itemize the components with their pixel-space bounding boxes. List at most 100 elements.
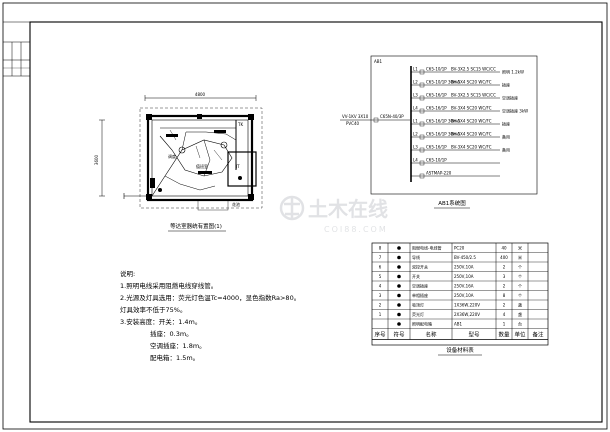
note-line: 插座：0.3m。 — [150, 329, 193, 338]
symbol-icon — [397, 265, 401, 269]
room-label: 值班室 — [196, 163, 208, 169]
cell-name: 单相插座 — [412, 292, 428, 298]
ceiling-light-icon — [220, 141, 228, 149]
circuit-id: L1 — [413, 67, 418, 72]
circuit-cable: BV-3X4 SC20 WC/FC — [451, 145, 492, 150]
symbol-icon — [397, 246, 401, 250]
socket-icon — [238, 176, 242, 180]
circuit-cable: BV-3X4 SC20 WC/FC — [451, 119, 492, 124]
left-title-strip — [3, 21, 30, 77]
cell-unit: 个 — [518, 274, 522, 279]
circuit-breaker: C65-16/1P — [426, 106, 447, 111]
circuit-row: ASTMAP-220 — [411, 171, 500, 179]
room-label: 调度 — [168, 153, 176, 159]
cell-name: 荧光灯 — [412, 311, 424, 317]
breaker-icon — [419, 147, 425, 153]
circuit-breaker: C65-16/1P 30mA — [426, 119, 460, 124]
watermark-logo-icon — [279, 195, 305, 221]
watermark: 土木在线 COI88.COM — [279, 195, 388, 234]
circuit-load: 照明 1.2kW — [502, 70, 524, 75]
breaker-icon — [419, 82, 425, 88]
circuit-breaker: C65-10/1P 30mA — [426, 80, 460, 85]
floor-plan: 4800 3600 — [94, 92, 263, 232]
circuit-cable: BV-3X2.5 SC15 WC/CC — [451, 67, 496, 72]
breaker-icon — [419, 134, 425, 140]
cell-qty: 8 — [503, 293, 506, 298]
cell-model: 1X36W,220V — [454, 303, 480, 308]
cell-model: 250V,16A — [454, 284, 474, 289]
table-header: 名称 — [425, 331, 437, 339]
cell-unit: 盏 — [518, 311, 522, 317]
cell-unit: 米 — [518, 254, 522, 260]
building-outline — [139, 107, 263, 209]
note-line: 灯具效率不低于75%。 — [120, 305, 186, 314]
cell-unit: 个 — [518, 293, 522, 298]
circuit-id: L2 — [413, 132, 418, 137]
breaker-icon — [419, 160, 425, 166]
cell-qty: 2 — [503, 265, 506, 270]
system-frame — [370, 55, 538, 195]
wiring-run — [151, 135, 233, 197]
cell-model: PC20 — [454, 246, 465, 251]
breaker-icon — [419, 121, 425, 127]
cell-unit: 台 — [518, 321, 522, 327]
breaker-icon — [419, 173, 425, 179]
circuit-id: L3 — [413, 145, 418, 150]
inner-frame — [29, 21, 603, 423]
cell-name: 照明配电箱 — [412, 321, 432, 327]
cell-qty: 3 — [503, 274, 506, 279]
notes-heading: 说明: — [120, 269, 135, 278]
dim-left-label: 3600 — [94, 154, 99, 165]
circuit-load: 备用 — [502, 147, 510, 153]
circuit-load: 备用 — [502, 134, 510, 140]
dim-top-label: 4800 — [195, 92, 206, 97]
note-line: 2.光源及灯具选用：荧光灯色温Tc=4000，显色指数Ra>80。 — [120, 293, 300, 302]
cell-model: 250V,10A — [454, 274, 474, 279]
table-header: 符号 — [393, 331, 405, 339]
plan-title: 等达室器统有置图(1) — [170, 222, 222, 230]
circuit-id: L1 — [413, 119, 418, 124]
cell-model: BV-450/2.5 — [454, 255, 476, 260]
cell-model: 250V,10A — [454, 293, 474, 298]
socket-icon — [158, 188, 162, 192]
cell-qty: 4 — [503, 312, 506, 317]
symbol-icon — [397, 322, 401, 326]
cell-unit: 盏 — [518, 302, 522, 308]
cell-model: 2X36W,220V — [454, 312, 480, 317]
cell-no: 2 — [379, 303, 382, 308]
cell-name: 开关 — [412, 273, 420, 279]
circuit-breaker: C65-16/1P — [426, 93, 447, 98]
cell-name: 空调插座 — [412, 283, 428, 289]
cell-qty: 400 — [500, 255, 508, 260]
cell-name: 导线 — [412, 254, 420, 260]
breaker-icon — [419, 95, 425, 101]
symbol-icon — [397, 255, 401, 260]
annex-room — [227, 151, 257, 187]
symbol-icon — [397, 293, 401, 298]
table-header: 型号 — [468, 331, 480, 339]
distribution-box-icon — [150, 178, 155, 188]
circuit-cable: BV-3X4 SC20 WC/FC — [451, 132, 492, 137]
cell-name: 双控开关 — [412, 264, 428, 270]
circuit-cable: BV-3X4 SC20 WC/FC — [451, 80, 492, 85]
circuit-id: L2 — [413, 80, 418, 85]
table-title: 设备材料表 — [446, 346, 474, 354]
note-line: 空调插座：1.8m。 — [150, 341, 206, 350]
symbol-icon — [397, 312, 401, 317]
cell-no: 4 — [379, 284, 382, 289]
breaker-icon — [419, 69, 425, 75]
